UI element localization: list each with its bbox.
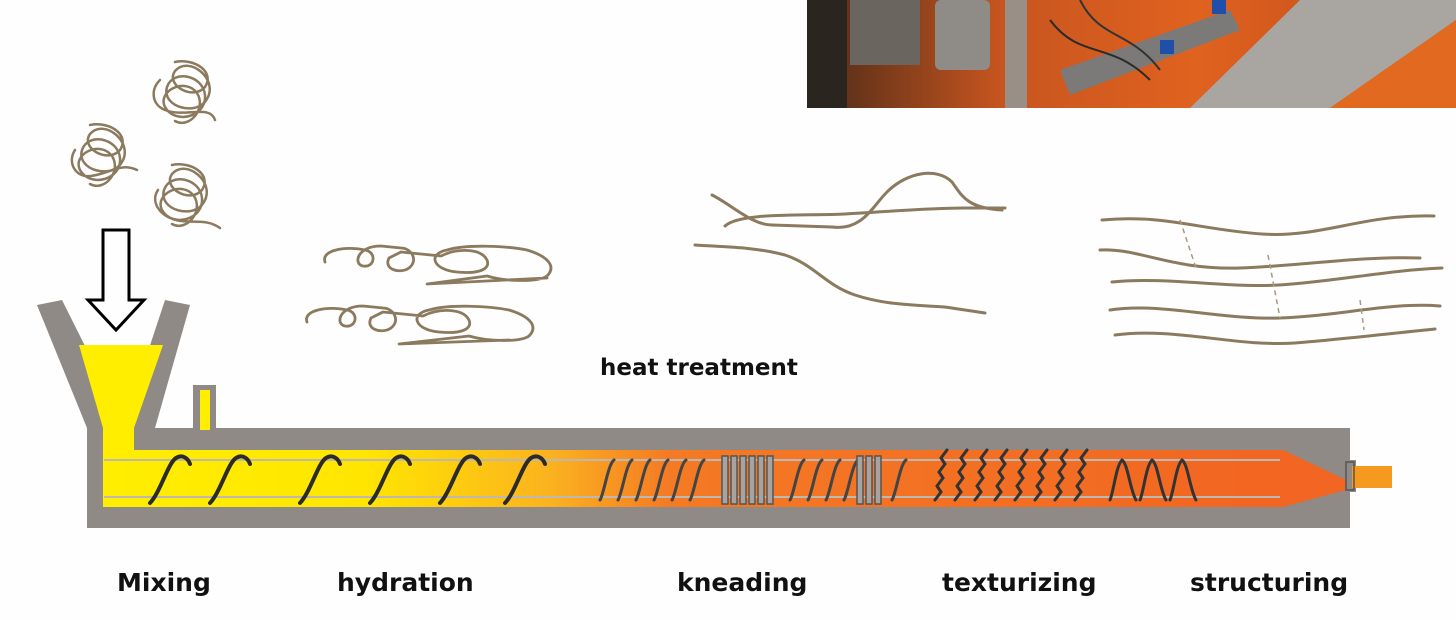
structuring-fibers <box>1100 216 1442 344</box>
stage-label-mixing: Mixing <box>117 568 211 597</box>
heat-treatment-label: heat treatment <box>600 355 798 381</box>
water-inlet <box>193 385 216 430</box>
die-nozzle <box>1346 460 1392 492</box>
hopper <box>37 300 215 450</box>
kneading-fibers <box>695 173 1005 313</box>
stage-label-texturizing: texturizing <box>942 568 1097 597</box>
equipment-photo <box>807 0 1456 108</box>
raw-material-clusters <box>72 61 220 228</box>
stage-label-hydration: hydration <box>337 568 474 597</box>
down-arrow-icon <box>88 230 144 330</box>
stage-label-structuring: structuring <box>1190 568 1348 597</box>
stage-label-kneading: kneading <box>677 568 807 597</box>
hydration-fibers <box>307 246 551 344</box>
